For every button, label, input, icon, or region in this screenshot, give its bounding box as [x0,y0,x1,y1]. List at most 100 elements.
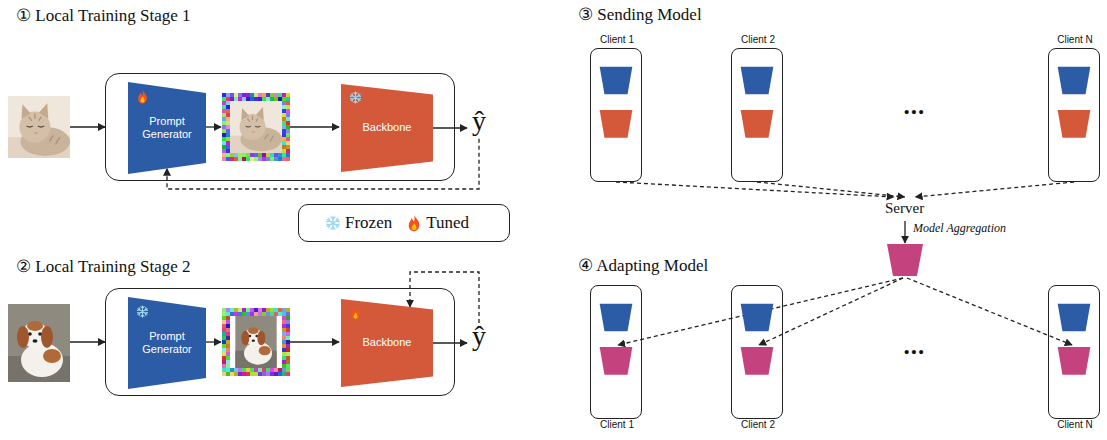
noise-pixel [226,101,230,105]
noise-pixel [286,101,290,105]
noise-pixel [222,360,226,364]
noise-pixel [282,372,286,376]
noise-pixel [282,360,286,364]
client-label: Client N [1029,34,1107,46]
node-label: Server [883,200,926,217]
noise-pixel [250,372,254,376]
noise-pixel [266,153,270,157]
arrow-label: Model Aggregation [913,221,1006,236]
frozen-icon [325,214,341,232]
noise-pixel [246,368,250,372]
client-models [1049,286,1099,418]
noise-pixel [262,312,266,316]
backbone-model [1058,347,1091,375]
noise-pixel [238,153,242,157]
noise-pixel [262,93,266,97]
noise-pixel [238,157,242,161]
noise-pixel [226,308,230,312]
tuned-icon [406,214,422,232]
stage-heading: ① Local Training Stage 1 [16,6,191,26]
trapezoid-fill [341,299,433,387]
noise-pixel [234,368,238,372]
noise-pixel [282,348,286,352]
noise-pixel [282,117,286,121]
text-node: Server [883,199,926,217]
noise-pixel [226,328,230,332]
noise-pixel [282,336,286,340]
noise-pixel [254,368,258,372]
noise-pixel [226,372,230,376]
noise-pixel [282,368,286,372]
noise-pixel [238,368,242,372]
noise-pixel [286,340,290,344]
backbone-model [1058,110,1091,138]
noise-pixel [282,109,286,113]
noise-pixel [282,332,286,336]
noise-pixel [226,117,230,121]
flow-arrow [433,342,467,343]
flow-arrow [433,127,467,128]
noise-pixel [286,129,290,133]
noise-pixel [282,105,286,109]
noise-pixel [266,93,270,97]
noise-pixel [286,352,290,356]
noise-pixel [246,93,250,97]
backbone-model [600,347,633,375]
noise-pixel [286,368,290,372]
stage-heading: ② Local Training Stage 2 [16,257,191,277]
client-models [732,286,782,418]
noise-pixel [226,133,230,137]
noise-pixel [234,308,238,312]
noise-pixel [258,308,262,312]
model-label: Backbone [363,121,412,134]
prompt-generator-model [741,304,774,332]
noise-pixel [278,312,282,316]
noise-pixel [286,356,290,360]
client-label: Client 1 [571,34,663,46]
client-box: Client 2 [731,48,783,182]
model-label: Backbone [363,336,412,349]
noise-pixel [222,364,226,368]
noise-pixel [250,93,254,97]
noise-pixel [226,320,230,324]
noise-pixel [226,340,230,344]
noise-pixel [282,93,286,97]
noise-pixel [242,157,246,161]
noise-pixel [246,153,250,157]
prompt-generator-model [600,67,633,95]
noise-pixel [222,145,226,149]
noise-pixel [226,356,230,360]
client-models [732,49,782,181]
noise-pixel [274,97,278,101]
trapezoid-fill [128,297,206,389]
noise-pixel [242,308,246,312]
aggregation-arrow [904,221,905,243]
noise-pixel [222,101,226,105]
prompt-generator-model [1058,67,1091,95]
noise-pixel [226,312,230,316]
noise-pixel [222,109,226,113]
noise-pixel [230,308,234,312]
noise-pixel [230,372,234,376]
noise-pixel [222,141,226,145]
noise-pixel [230,93,234,97]
noise-pixel [262,153,266,157]
noise-pixel [282,157,286,161]
noise-pixel [282,101,286,105]
noise-pixel [286,157,290,161]
noise-pixel [274,312,278,316]
noise-pixel [226,336,230,340]
noise-pixel [222,344,226,348]
noise-pixel [226,368,230,372]
noise-pixel [286,141,290,145]
noise-pixel [258,368,262,372]
noise-pixel [258,97,262,101]
noise-pixel [242,153,246,157]
noise-pixel [282,308,286,312]
noise-pixel [278,372,282,376]
noise-pixel [222,113,226,117]
client-label: Client N [1029,419,1107,431]
noise-pixel [278,93,282,97]
noise-pixel [282,324,286,328]
noise-pixel [222,340,226,344]
